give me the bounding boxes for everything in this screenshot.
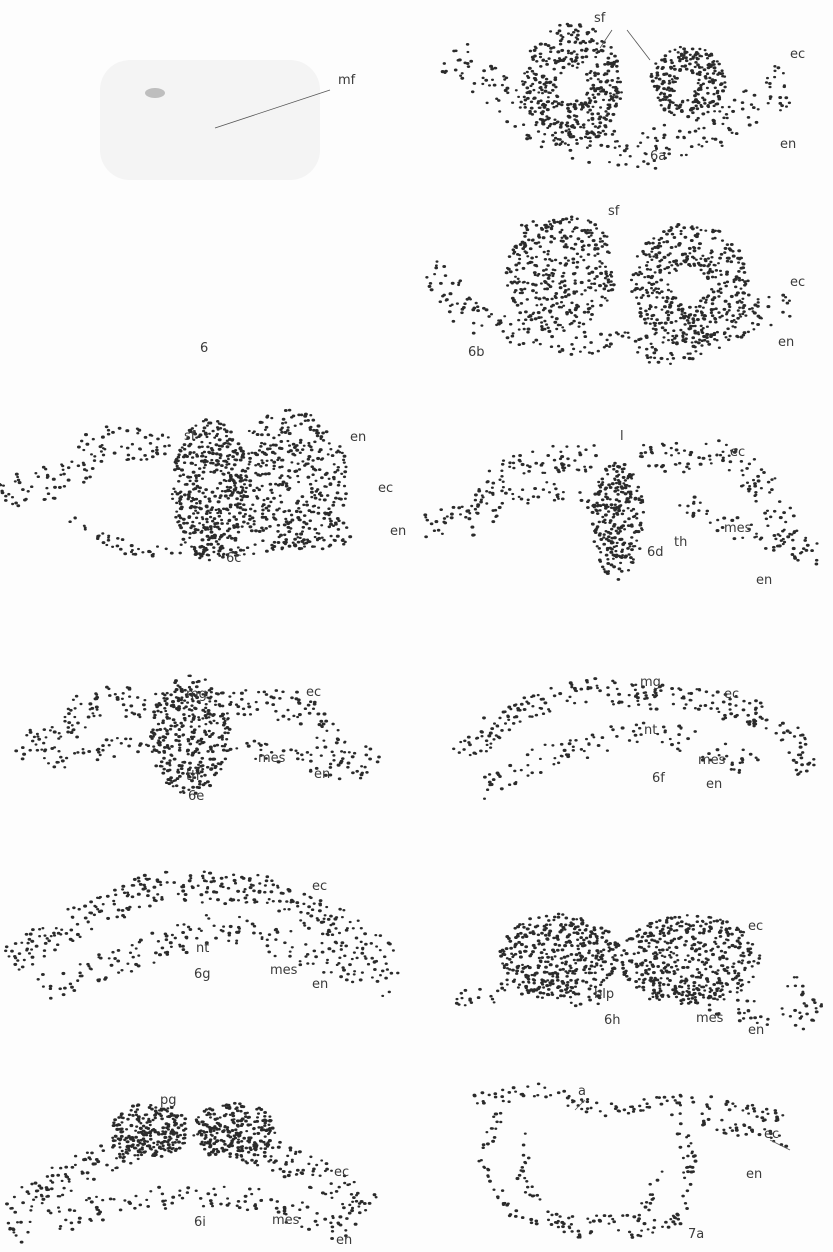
fig6h-label-en: en (748, 1023, 764, 1038)
figure-6-photo-area (100, 60, 330, 180)
fig6i-caption: 6i (194, 1215, 206, 1230)
fig7a-label-ec: ec (764, 1127, 779, 1142)
fig6d-caption: 6d (647, 545, 664, 560)
fig6e-label-th: th (186, 769, 199, 784)
fig6e-label-mes: mes (258, 751, 286, 766)
fig6h-caption: 6h (604, 1013, 621, 1028)
fig6g-caption: 6g (194, 967, 211, 982)
fig6f-label-nt: nt (644, 723, 657, 738)
fig7a-label-a: a (578, 1084, 586, 1099)
fig6d-label-l: l (620, 429, 624, 444)
fig6g-label-nt: nt (196, 941, 209, 956)
fig6a-label-sf: sf (594, 11, 606, 26)
fig7a-label-en: en (746, 1167, 762, 1182)
fig6a-caption: 6a (650, 149, 666, 164)
fig6i-label-mes: mes (272, 1213, 300, 1228)
fig6b-label-en: en (778, 335, 794, 350)
fig6i-label-ec: ec (334, 1165, 349, 1180)
fig6-label-mf: mf (338, 73, 356, 88)
fig6b-label-sf: sf (608, 204, 620, 219)
fig6e-label-mg: mg (186, 687, 207, 702)
fig6f-label-ec: ec (724, 687, 739, 702)
fig6-caption: 6 (200, 341, 208, 356)
dot-layers (0, 23, 823, 1244)
fig6f-label-en: en (706, 777, 722, 792)
fig6c-label-en-top: en (350, 430, 366, 445)
fig6e-label-ec: ec (306, 685, 321, 700)
fig6d-label-mes: mes (724, 521, 752, 536)
fig6b-label-ec: ec (790, 275, 805, 290)
fig6h-label-ec: ec (748, 919, 763, 934)
fig6d-label-th: th (674, 535, 687, 550)
fig6f-label-mes: mes (698, 753, 726, 768)
fig6c-label-ec: ec (378, 481, 393, 496)
fig6f-caption: 6f (652, 771, 665, 786)
fig6g-label-en: en (312, 977, 328, 992)
fig6c-label-sf: sf (184, 429, 196, 444)
fig6i-label-pg: pg (160, 1093, 177, 1108)
fig6d-label-ec: ec (730, 445, 745, 460)
fig6i-label-en: en (336, 1233, 352, 1248)
fig6f-label-mg: mg (640, 675, 661, 690)
fig6e-caption: 6e (188, 789, 204, 804)
fig6h-label-blp: blp (594, 987, 614, 1002)
fig6a-label-ec: ec (790, 47, 805, 62)
fig7a-caption: 7a (688, 1227, 704, 1242)
fig6g-label-ec: ec (312, 879, 327, 894)
fig6a-label-en: en (780, 137, 796, 152)
fig6e-label-en: en (314, 767, 330, 782)
fig6c-caption: 6c (226, 551, 241, 566)
fig6c-label-en-bottom: en (390, 524, 406, 539)
fig6h-label-mes: mes (696, 1011, 724, 1026)
fig6d-label-en: en (756, 573, 772, 588)
fig6b-caption: 6b (468, 345, 485, 360)
fig6g-label-mes: mes (270, 963, 298, 978)
